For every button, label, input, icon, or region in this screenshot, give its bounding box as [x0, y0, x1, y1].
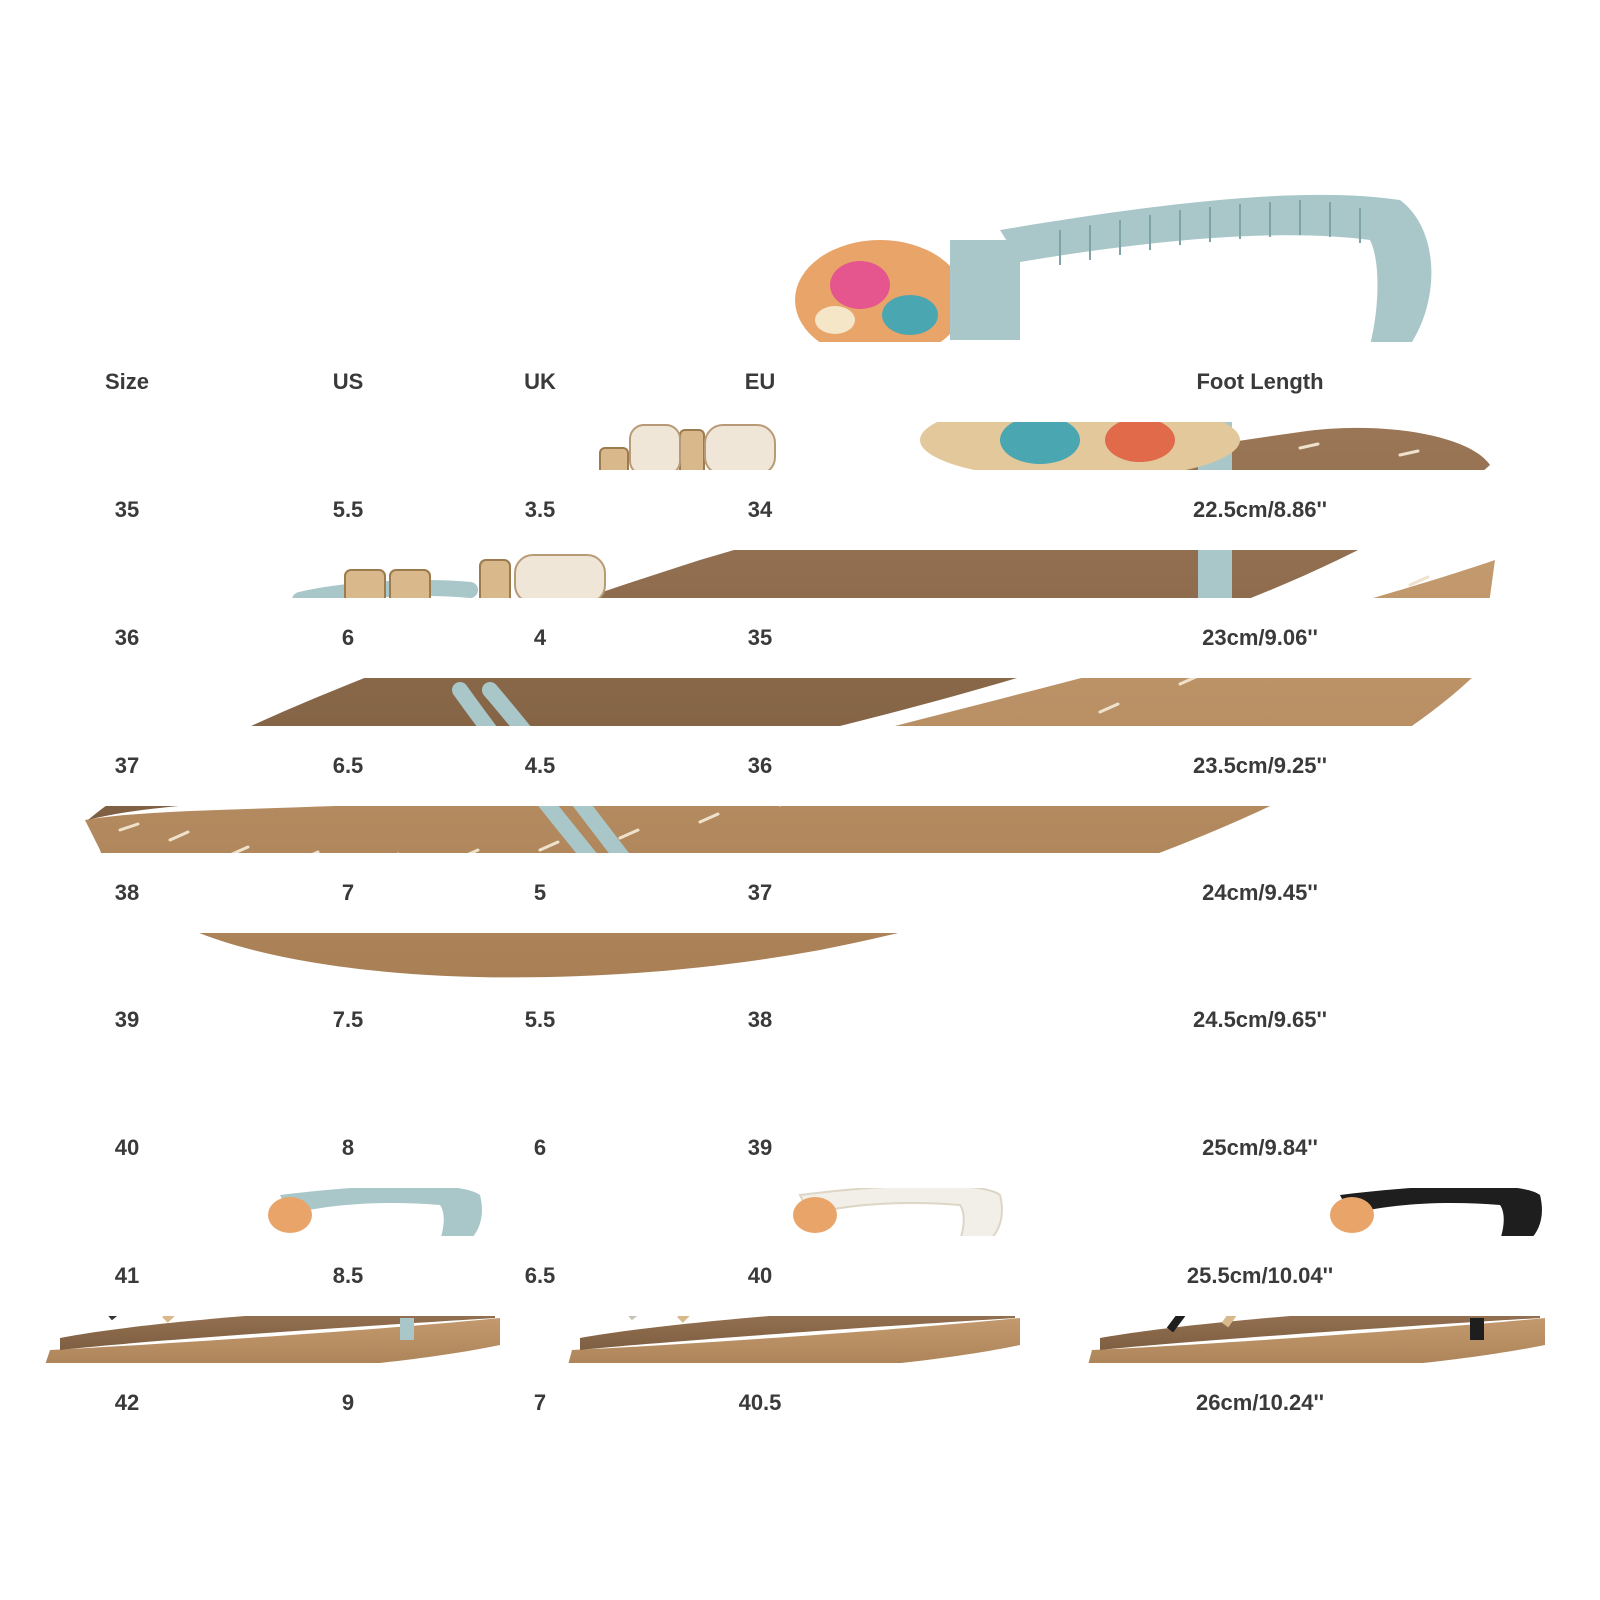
cell-us: 8	[341, 1135, 355, 1160]
cell-foot-length: 26cm/10.24''	[1196, 1390, 1324, 1415]
ankle-strap	[1000, 194, 1432, 345]
table-row: 42 9 7 40.5 26cm/10.24''	[0, 1363, 1600, 1443]
cell-us: 8.5	[332, 1263, 364, 1288]
cell-foot-length: 24.5cm/9.65''	[1192, 1007, 1327, 1032]
cell-eu: 40	[747, 1263, 773, 1288]
cell-us: 6.5	[332, 753, 364, 778]
ankle-strap-ridges	[1059, 200, 1361, 265]
cell-eu: 38	[747, 1007, 773, 1032]
header-eu: EU	[744, 369, 776, 394]
cell-uk: 5	[533, 880, 547, 905]
cell-eu: 37	[747, 880, 773, 905]
cell-us: 9	[341, 1390, 355, 1415]
cell-uk: 4	[533, 625, 547, 650]
header-uk: UK	[524, 369, 556, 394]
header-foot-length: Foot Length	[1196, 369, 1324, 394]
cell-size: 39	[114, 1007, 140, 1032]
table-row: 39 7.5 5.5 38 24.5cm/9.65''	[0, 980, 1600, 1060]
cell-size: 35	[114, 497, 140, 522]
table-header-row: Size US UK EU Foot Length	[0, 342, 1600, 422]
header-us: US	[332, 369, 364, 394]
cell-size: 40	[114, 1135, 140, 1160]
cell-us: 5.5	[332, 497, 364, 522]
cell-us: 6	[341, 625, 355, 650]
cell-uk: 4.5	[524, 753, 556, 778]
cell-eu: 36	[747, 753, 773, 778]
cell-size: 42	[114, 1390, 140, 1415]
table-row: 37 6.5 4.5 36 23.5cm/9.25''	[0, 726, 1600, 806]
cell-uk: 6	[533, 1135, 547, 1160]
cell-uk: 7	[533, 1390, 547, 1415]
cell-size: 37	[114, 753, 140, 778]
cell-foot-length: 23.5cm/9.25''	[1192, 753, 1327, 778]
cell-eu: 39	[747, 1135, 773, 1160]
cell-foot-length: 22.5cm/8.86''	[1192, 497, 1327, 522]
header-size: Size	[104, 369, 150, 394]
cell-eu: 35	[747, 625, 773, 650]
table-row: 41 8.5 6.5 40 25.5cm/10.04''	[0, 1236, 1600, 1316]
cell-eu: 40.5	[738, 1390, 782, 1415]
cell-size: 41	[114, 1263, 140, 1288]
cell-eu: 34	[747, 497, 773, 522]
cell-foot-length: 24cm/9.45''	[1202, 880, 1318, 905]
cell-size: 36	[114, 625, 140, 650]
cell-uk: 5.5	[524, 1007, 556, 1032]
cell-size: 38	[114, 880, 140, 905]
cell-foot-length: 23cm/9.06''	[1202, 625, 1318, 650]
cell-foot-length: 25.5cm/10.04''	[1186, 1263, 1334, 1288]
table-row: 40 8 6 39 25cm/9.84''	[0, 1108, 1600, 1188]
cell-foot-length: 25cm/9.84''	[1202, 1135, 1318, 1160]
table-row: 38 7 5 37 24cm/9.45''	[0, 853, 1600, 933]
cell-uk: 6.5	[524, 1263, 556, 1288]
cell-us: 7.5	[332, 1007, 364, 1032]
cell-uk: 3.5	[524, 497, 556, 522]
table-row: 35 5.5 3.5 34 22.5cm/8.86''	[0, 470, 1600, 550]
table-row: 36 6 4 35 23cm/9.06''	[0, 598, 1600, 678]
cell-us: 7	[341, 880, 355, 905]
